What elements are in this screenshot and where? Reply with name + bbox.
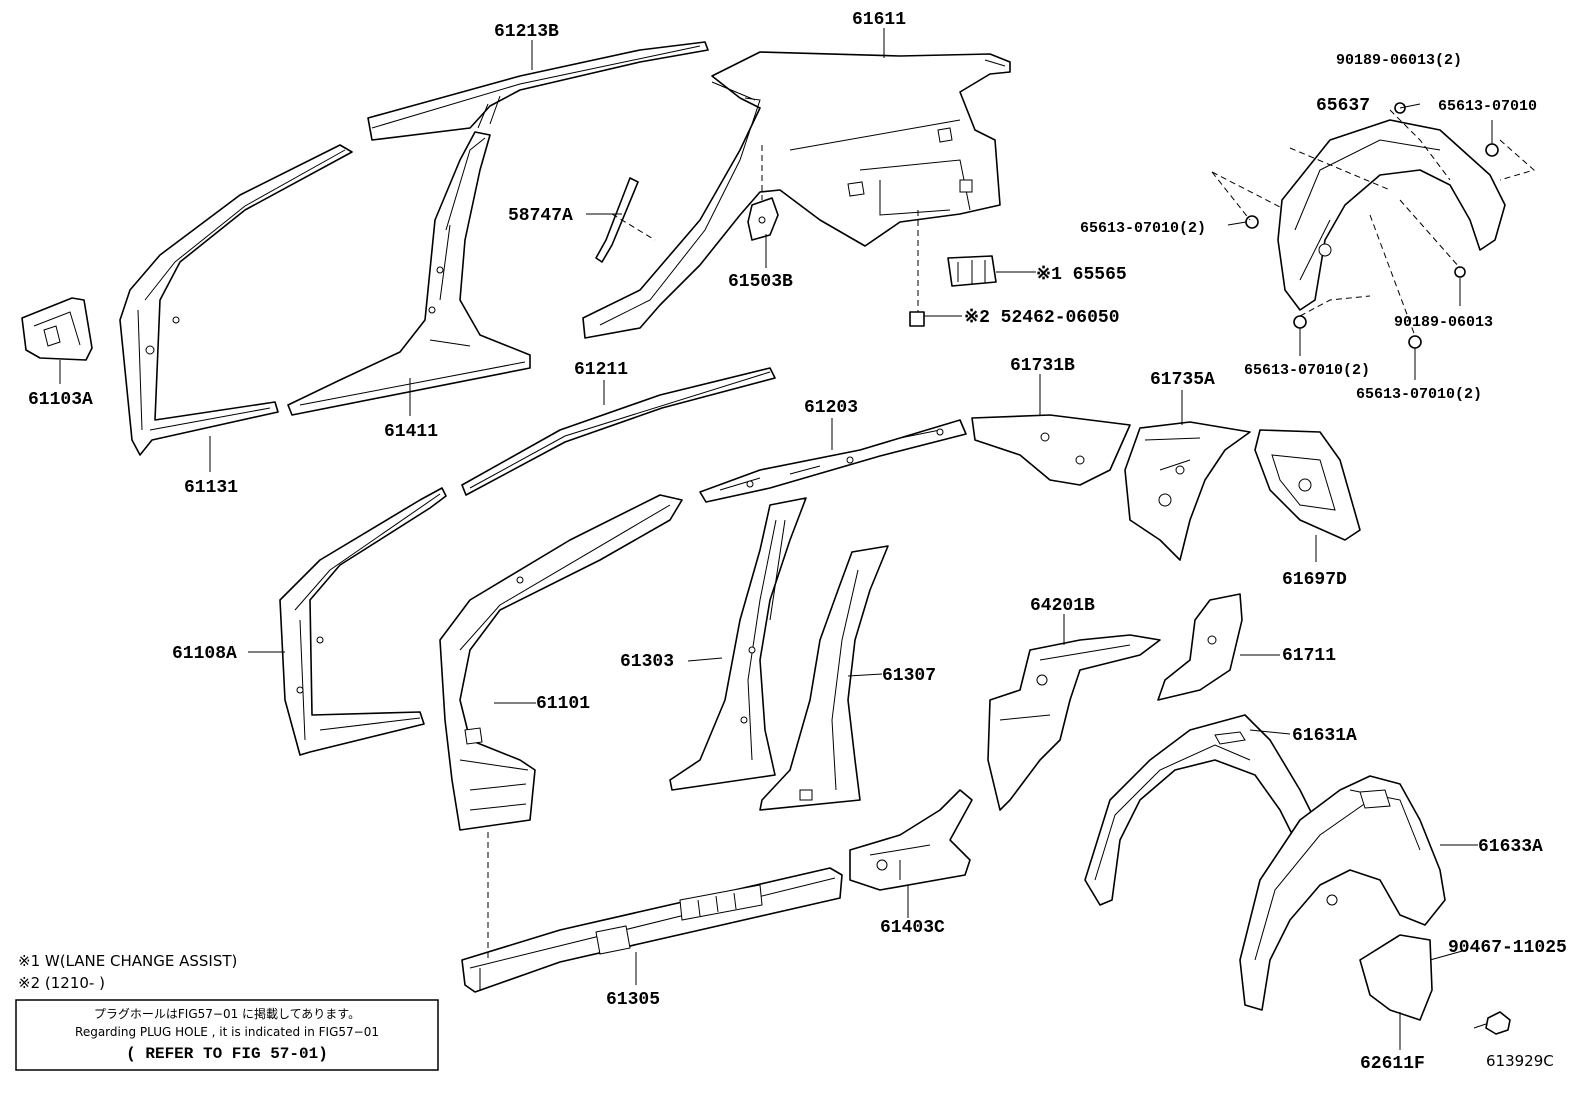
part-61101[interactable] bbox=[439, 494, 683, 831]
label-61697D[interactable]: 61697D bbox=[1282, 570, 1347, 590]
part-61731B[interactable] bbox=[971, 414, 1131, 486]
dashed-reference-lines bbox=[487, 109, 1536, 958]
fastener-65613-left[interactable] bbox=[1245, 215, 1259, 229]
part-64201B[interactable] bbox=[987, 634, 1161, 811]
figure-code: 613929C bbox=[1486, 1052, 1554, 1070]
label-61108A[interactable]: 61108A bbox=[172, 644, 237, 664]
label-65613-07010[interactable]: 65613-07010 bbox=[1438, 98, 1537, 115]
part-61633A[interactable] bbox=[1239, 775, 1446, 1011]
note-production-date: ※2 (1210- ) bbox=[18, 974, 105, 992]
label-61211[interactable]: 61211 bbox=[574, 360, 628, 380]
label-61735A[interactable]: 61735A bbox=[1150, 370, 1215, 390]
part-61411[interactable] bbox=[287, 131, 531, 416]
part-90467-11025[interactable] bbox=[1473, 1011, 1511, 1035]
part-61697D[interactable] bbox=[1254, 429, 1361, 541]
part-61108A[interactable] bbox=[279, 487, 447, 756]
fastener-65613-bottom[interactable] bbox=[1293, 315, 1307, 329]
label-61203[interactable]: 61203 bbox=[804, 398, 858, 418]
refer-box-line2: Regarding PLUG HOLE , it is indicated in… bbox=[75, 1025, 379, 1039]
label-61131[interactable]: 61131 bbox=[184, 478, 238, 498]
part-65637[interactable] bbox=[1277, 119, 1506, 311]
refer-box-line3[interactable]: ( REFER TO FIG 57-01) bbox=[126, 1045, 328, 1063]
label-62611F[interactable]: 62611F bbox=[1360, 1054, 1425, 1074]
part-58747A[interactable] bbox=[595, 177, 639, 263]
part-61503B[interactable] bbox=[747, 197, 779, 241]
label-61213B[interactable]: 61213B bbox=[494, 22, 559, 42]
label-61307[interactable]: 61307 bbox=[882, 666, 936, 686]
part-62611F[interactable] bbox=[1359, 934, 1433, 1021]
label-58747A[interactable]: 58747A bbox=[508, 206, 573, 226]
fastener-65613-topright[interactable] bbox=[1485, 143, 1499, 157]
label-61731B[interactable]: 61731B bbox=[1010, 356, 1075, 376]
refer-box: プラグホールはFIG57−01 に掲載してあります。 Regarding PLU… bbox=[15, 999, 439, 1071]
part-65565[interactable] bbox=[947, 255, 997, 287]
label-65565[interactable]: ※1 65565 bbox=[1036, 265, 1127, 285]
label-64201B[interactable]: 64201B bbox=[1030, 596, 1095, 616]
label-61711[interactable]: 61711 bbox=[1282, 646, 1336, 666]
part-61403C[interactable] bbox=[849, 789, 973, 891]
label-61633A[interactable]: 61633A bbox=[1478, 837, 1543, 857]
label-61101[interactable]: 61101 bbox=[536, 694, 590, 714]
note-lane-change-assist: ※1 W(LANE CHANGE ASSIST) bbox=[18, 952, 237, 970]
part-61203[interactable] bbox=[699, 419, 967, 503]
part-61103A[interactable] bbox=[21, 297, 93, 361]
part-61735A[interactable] bbox=[1124, 421, 1251, 561]
part-61303[interactable] bbox=[669, 497, 807, 791]
label-61303[interactable]: 61303 bbox=[620, 652, 674, 672]
leader-lines bbox=[59, 28, 1493, 1050]
part-61711[interactable] bbox=[1157, 593, 1243, 701]
part-52462-06050[interactable] bbox=[909, 311, 925, 327]
part-61631A[interactable] bbox=[1084, 714, 1321, 906]
part-61211[interactable] bbox=[461, 367, 776, 496]
label-52462-06050[interactable]: ※2 52462-06050 bbox=[964, 308, 1120, 328]
label-65613-07010-2-bottom[interactable]: 65613-07010(2) bbox=[1244, 362, 1370, 379]
label-90189-06013[interactable]: 90189-06013 bbox=[1394, 314, 1493, 331]
label-65613-07010-2-bottomright[interactable]: 65613-07010(2) bbox=[1356, 386, 1482, 403]
part-61305[interactable] bbox=[461, 867, 843, 993]
label-61103A[interactable]: 61103A bbox=[28, 390, 93, 410]
label-61305[interactable]: 61305 bbox=[606, 990, 660, 1010]
fastener-90189-mid[interactable] bbox=[1454, 266, 1466, 278]
part-61307[interactable] bbox=[759, 545, 889, 811]
label-90467-11025[interactable]: 90467-11025 bbox=[1448, 938, 1567, 958]
label-61611[interactable]: 61611 bbox=[852, 10, 906, 30]
part-61213B[interactable] bbox=[367, 41, 709, 141]
label-65613-07010-2-left[interactable]: 65613-07010(2) bbox=[1080, 220, 1206, 237]
part-61131[interactable] bbox=[119, 144, 353, 456]
label-65637[interactable]: 65637 bbox=[1316, 96, 1370, 116]
label-61503B[interactable]: 61503B bbox=[728, 272, 793, 292]
label-61631A[interactable]: 61631A bbox=[1292, 726, 1357, 746]
fastener-65613-bottomright[interactable] bbox=[1408, 335, 1422, 349]
refer-box-line1: プラグホールはFIG57−01 に掲載してあります。 bbox=[94, 1006, 360, 1021]
label-61403C[interactable]: 61403C bbox=[880, 918, 945, 938]
part-labels: 61213B 61611 58747A 61503B ※1 65565 ※2 5… bbox=[28, 10, 1567, 1074]
part-61611[interactable] bbox=[582, 51, 1011, 339]
label-90189-06013-2[interactable]: 90189-06013(2) bbox=[1336, 52, 1462, 69]
label-61411[interactable]: 61411 bbox=[384, 422, 438, 442]
